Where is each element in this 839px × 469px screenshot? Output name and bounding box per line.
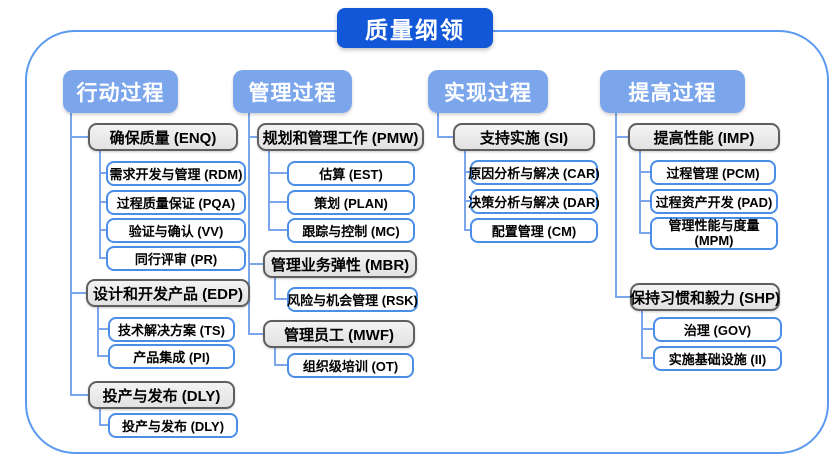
connector-line [70, 113, 72, 395]
connector-line [70, 292, 86, 294]
leaf-node-plan: 策划 (PLAN) [287, 190, 415, 215]
leaf-node-cm: 配置管理 (CM) [470, 218, 598, 243]
connector-line [248, 263, 263, 265]
group-node-dly: 投产与发布 (DLY) [88, 381, 235, 409]
column-header-realization-process: 实现过程 [428, 70, 548, 113]
connector-line [99, 409, 101, 426]
leaf-node-pr: 同行评审 (PR) [106, 246, 246, 271]
leaf-node-rsk: 风险与机会管理 (RSK) [287, 287, 418, 312]
leaf-node-mc: 跟踪与控制 (MC) [287, 218, 415, 243]
connector-line [99, 151, 101, 259]
connector-line [99, 172, 106, 174]
connector-line [464, 171, 470, 173]
leaf-node-pad: 过程资产开发 (PAD) [650, 189, 778, 214]
connector-line [615, 296, 630, 298]
connector-line [274, 348, 276, 366]
connector-line [464, 200, 470, 202]
connector-line [97, 307, 99, 357]
group-node-edp: 设计和开发产品 (EDP) [86, 279, 250, 307]
leaf-node-pcm: 过程管理 (PCM) [650, 160, 776, 185]
connector-line [641, 311, 643, 359]
connector-line [248, 113, 250, 335]
connector-line [268, 172, 287, 174]
connector-line [97, 355, 108, 357]
connector-line [641, 328, 653, 330]
group-node-shp: 保持习惯和毅力 (SHP) [630, 283, 780, 311]
connector-line [99, 424, 108, 426]
diagram-title: 质量纲领 [337, 8, 493, 48]
connector-line [639, 232, 650, 234]
leaf-node-dar: 决策分析与解决 (DAR) [468, 189, 600, 214]
connector-line [464, 151, 466, 231]
group-node-enq: 确保质量 (ENQ) [88, 123, 238, 151]
connector-line [70, 394, 88, 396]
connector-line [268, 229, 287, 231]
column-header-improvement-process: 提高过程 [600, 70, 745, 113]
column-header-management-process: 管理过程 [233, 70, 352, 113]
leaf-node-ot: 组织级培训 (OT) [287, 353, 414, 378]
leaf-node-dly: 投产与发布 (DLY) [108, 413, 238, 438]
connector-line [639, 151, 641, 234]
connector-line [274, 298, 287, 300]
connector-line [99, 257, 106, 259]
connector-line [248, 333, 263, 335]
group-node-mwf: 管理员工 (MWF) [263, 320, 415, 348]
leaf-node-pqa: 过程质量保证 (PQA) [106, 190, 246, 215]
leaf-node-vv: 验证与确认 (VV) [106, 218, 246, 243]
column-header-action-process: 行动过程 [63, 70, 178, 113]
leaf-node-est: 估算 (EST) [287, 161, 415, 186]
leaf-node-gov: 治理 (GOV) [653, 317, 782, 342]
leaf-node-ii: 实施基础设施 (II) [653, 346, 782, 371]
connector-line [639, 171, 650, 173]
connector-line [248, 136, 257, 138]
connector-line [99, 201, 106, 203]
connector-line [641, 357, 653, 359]
connector-line [268, 151, 270, 231]
connector-line [615, 113, 617, 297]
leaf-node-car: 原因分析与解决 (CAR) [468, 160, 600, 185]
connector-line [615, 136, 628, 138]
connector-line [639, 200, 650, 202]
leaf-node-ts: 技术解决方案 (TS) [108, 317, 235, 342]
connector-line [437, 113, 439, 138]
connector-line [70, 136, 88, 138]
leaf-node-pi: 产品集成 (PI) [108, 344, 235, 369]
connector-line [437, 136, 453, 138]
connector-line [274, 364, 287, 366]
connector-line [99, 229, 106, 231]
leaf-node-rdm: 需求开发与管理 (RDM) [106, 161, 246, 186]
leaf-node-mpm: 管理性能与度量 (MPM) [650, 217, 778, 250]
group-node-pmw: 规划和管理工作 (PMW) [257, 123, 424, 151]
connector-line [268, 201, 287, 203]
connector-line [97, 328, 108, 330]
group-node-mbr: 管理业务弹性 (MBR) [263, 250, 417, 278]
connector-line [274, 278, 276, 300]
group-node-imp: 提高性能 (IMP) [628, 123, 780, 151]
group-node-si: 支持实施 (SI) [453, 123, 595, 151]
connector-line [464, 229, 470, 231]
